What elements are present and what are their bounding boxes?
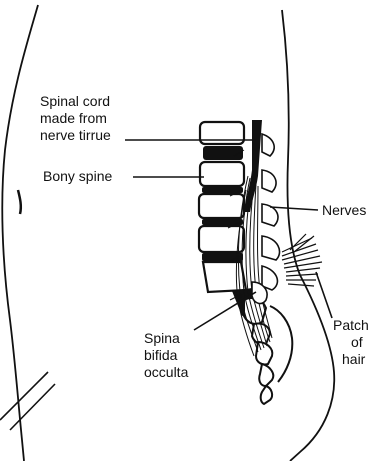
label-bony-spine: Bony spine — [43, 168, 112, 184]
spinous-processes — [262, 134, 280, 290]
buttock-outline — [282, 10, 334, 461]
label-spina-bifida-line2: bifida — [144, 347, 178, 363]
label-nerves: Nerves — [322, 202, 366, 218]
leg-outline-1 — [0, 372, 48, 420]
vertebra — [199, 194, 244, 218]
leader-patch-of-hair — [316, 272, 332, 318]
label-spina-bifida-line1: Spina — [144, 330, 180, 346]
label-spinal-cord-line2: made from — [40, 110, 107, 126]
back-outline — [2, 5, 38, 461]
label-patch-of-hair-line3: hair — [342, 351, 366, 367]
sacrum — [244, 298, 292, 404]
label-patch-of-hair-line2: of — [351, 334, 363, 350]
label-patch-of-hair-line1: Patch — [333, 317, 369, 333]
leader-nerves — [270, 207, 318, 210]
vertebra — [200, 162, 244, 186]
label-spinal-cord-line1: Spinal cord — [40, 93, 110, 109]
skin-mark — [18, 190, 21, 214]
label-spina-bifida-line3: occulta — [144, 364, 189, 380]
label-spinal-cord-line3: nerve tirrue — [40, 127, 111, 143]
